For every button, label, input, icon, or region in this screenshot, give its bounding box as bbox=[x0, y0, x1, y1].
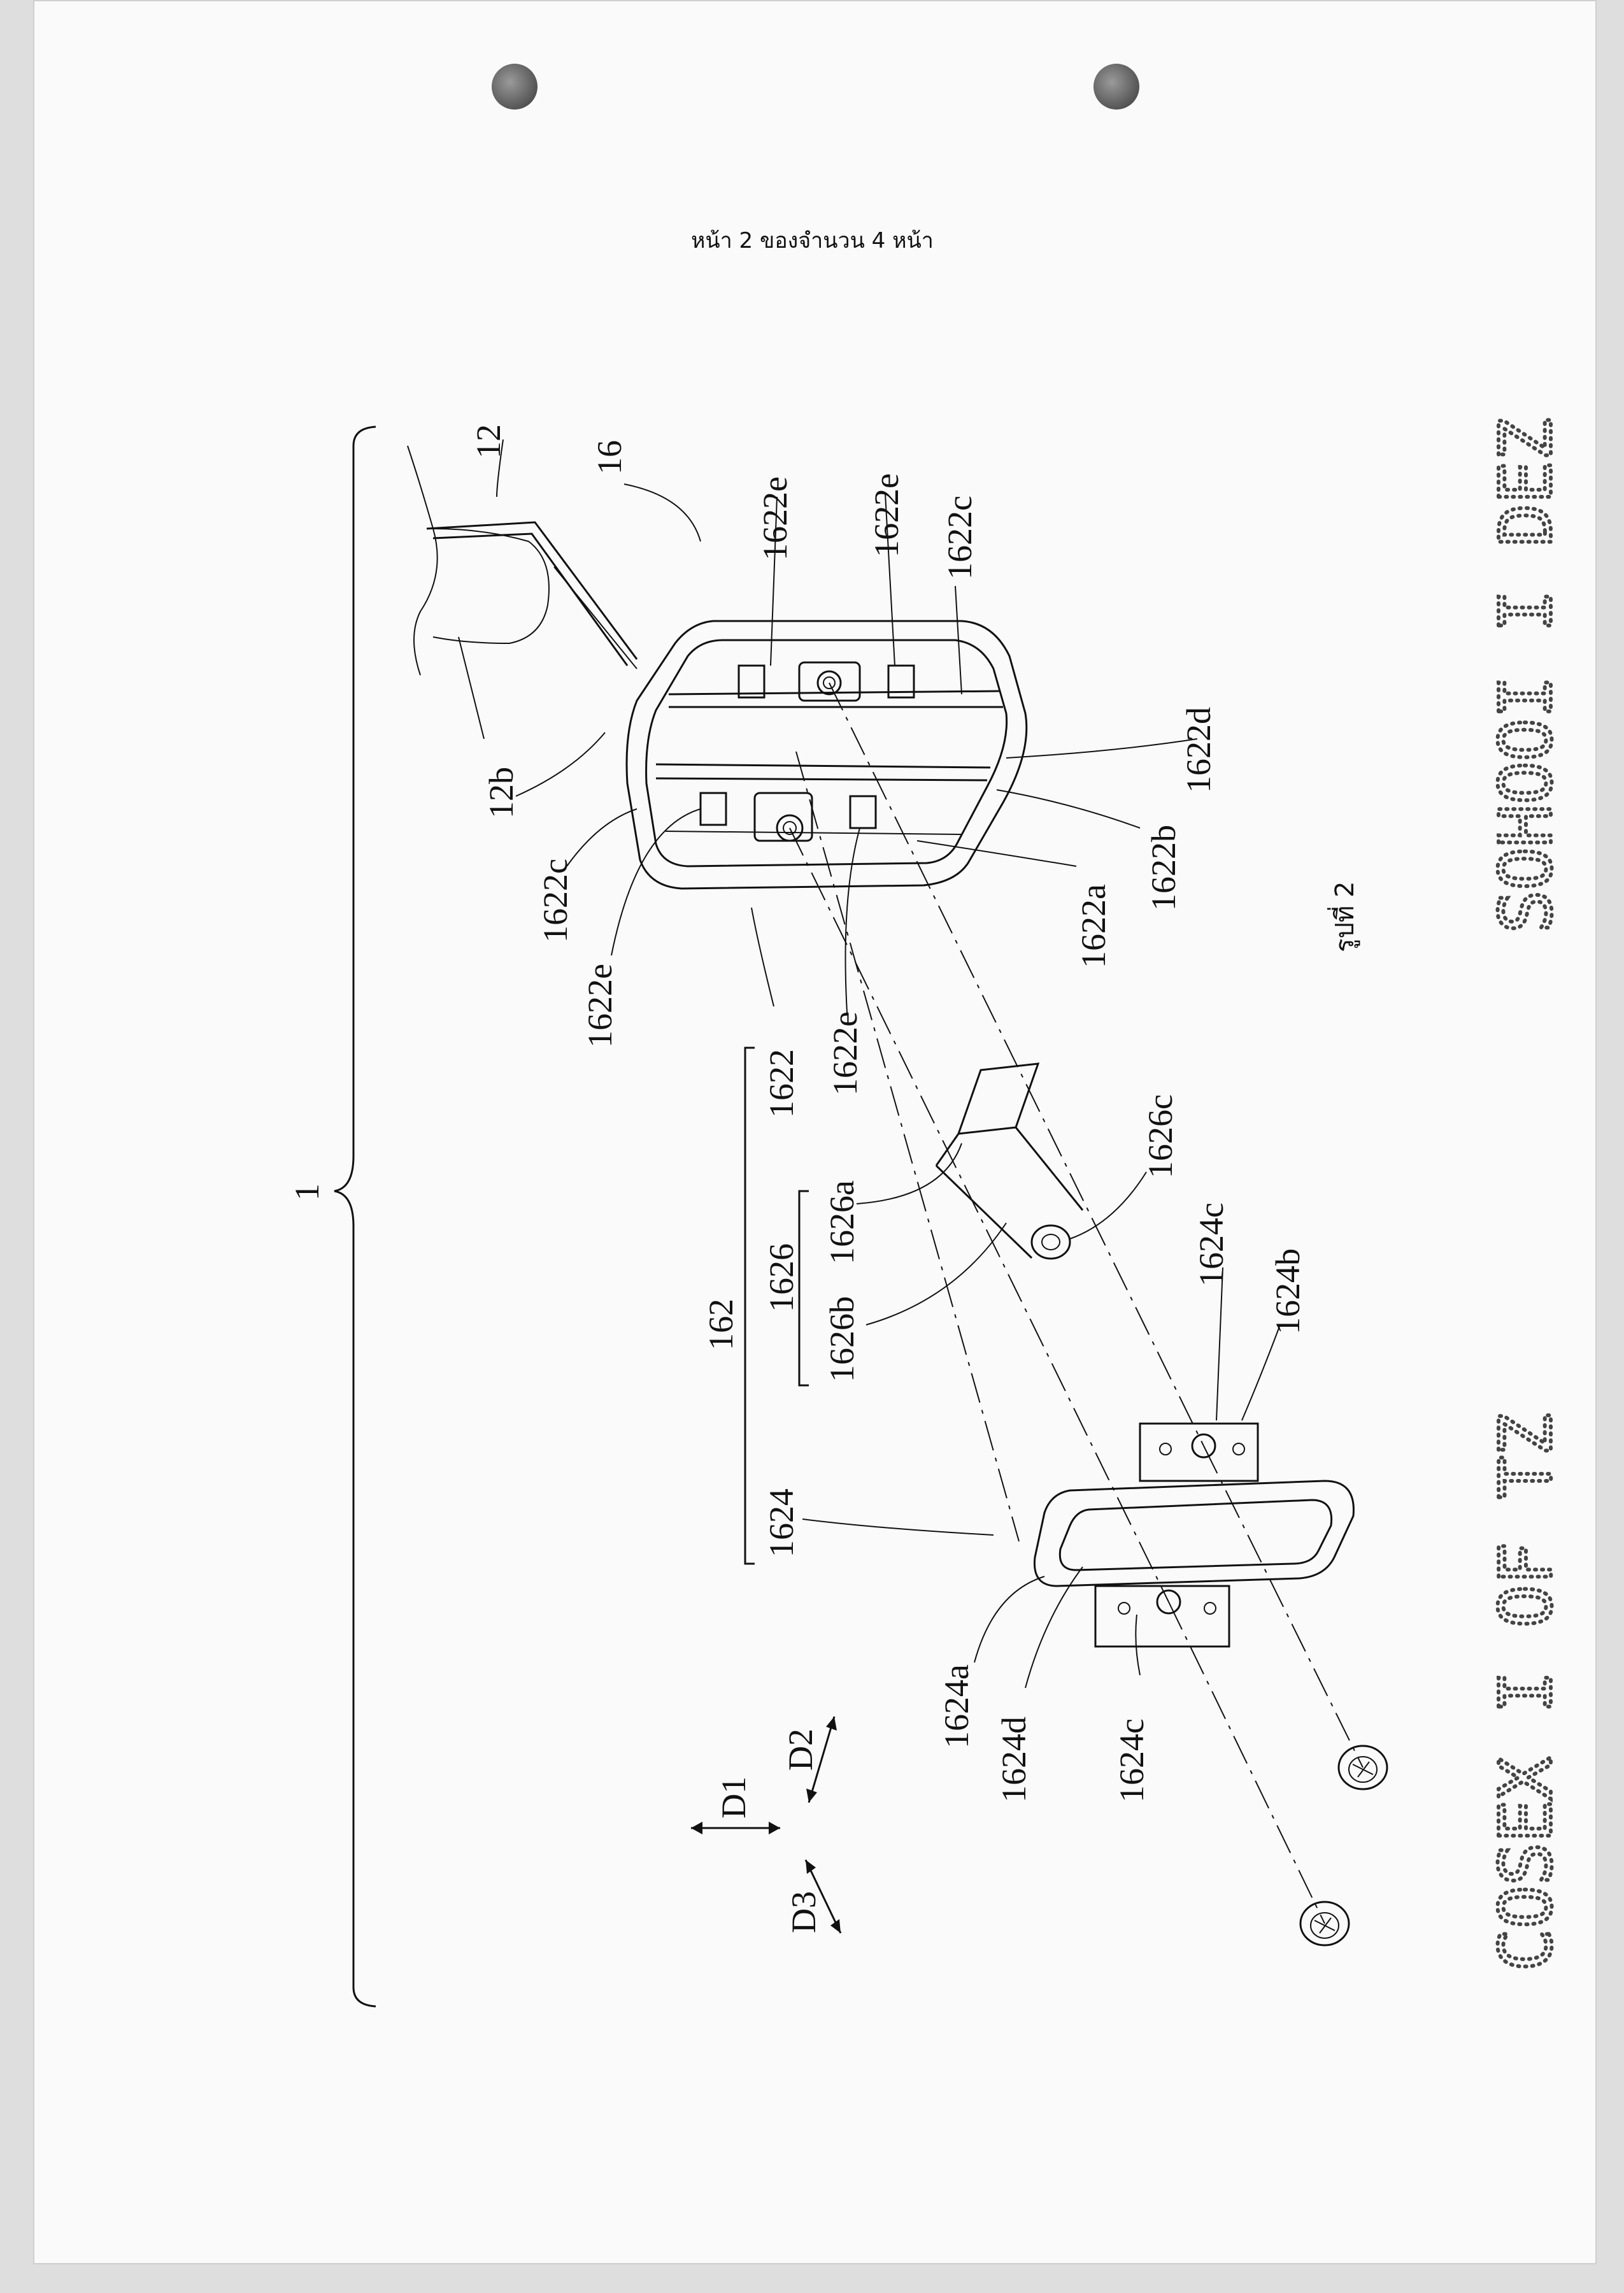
label-1626a: 1626a bbox=[823, 1180, 861, 1264]
label-d3: D3 bbox=[785, 1891, 823, 1933]
reference-labels: 12 16 12b 1622e 1622e 1622c 1622d 1622b … bbox=[469, 424, 1360, 1933]
label-1624: 1624 bbox=[762, 1489, 801, 1557]
punch-hole-right bbox=[1093, 64, 1139, 110]
label-1622d: 1622d bbox=[1179, 707, 1218, 793]
stamp-right-bottom: COSEX I OF TZ bbox=[1485, 1413, 1568, 1971]
assembly-centerlines bbox=[789, 682, 1364, 1924]
stamp-right-top: SOHOOI I DEZ bbox=[1485, 418, 1568, 933]
patent-drawing-sheet bbox=[33, 0, 1597, 2264]
figure-caption: รูปที่ 2 bbox=[1327, 882, 1360, 952]
housing-12 bbox=[407, 445, 638, 739]
punch-hole-left bbox=[492, 64, 538, 110]
label-d1: D1 bbox=[715, 1776, 753, 1818]
label-12: 12 bbox=[469, 424, 508, 459]
label-1622: 1622 bbox=[762, 1049, 801, 1118]
label-16: 16 bbox=[590, 440, 629, 475]
label-1626: 1626 bbox=[762, 1243, 801, 1312]
label-brackets bbox=[744, 1046, 809, 1565]
page-number-header: หน้า 2 ของจำนวน 4 หน้า bbox=[691, 228, 934, 254]
label-1626c: 1626c bbox=[1141, 1094, 1179, 1178]
label-1624b: 1624b bbox=[1269, 1248, 1307, 1334]
screw-1 bbox=[1337, 1745, 1388, 1790]
label-1622e-mid: 1622e bbox=[826, 1011, 864, 1096]
label-1624c-top: 1624c bbox=[1192, 1203, 1230, 1287]
label-1622b: 1622b bbox=[1144, 825, 1183, 911]
label-1622c-top: 1622c bbox=[941, 496, 979, 580]
label-1626b: 1626b bbox=[823, 1296, 861, 1382]
bracket-1624 bbox=[1033, 1422, 1355, 1648]
direction-arrows bbox=[691, 1716, 842, 1934]
label-1622e-top-right: 1622e bbox=[867, 473, 906, 557]
label-162: 162 bbox=[702, 1299, 740, 1350]
frame-1622 bbox=[625, 620, 1028, 890]
assembly-brace bbox=[334, 425, 376, 2008]
label-1622c-left: 1622c bbox=[536, 859, 574, 943]
shaft-1626 bbox=[935, 1062, 1084, 1260]
label-1624c-bottom: 1624c bbox=[1113, 1718, 1151, 1803]
label-1622a: 1622a bbox=[1074, 884, 1113, 968]
label-1: 1 bbox=[288, 1183, 326, 1201]
leader-lines bbox=[496, 439, 1281, 1689]
label-12b: 12b bbox=[482, 767, 520, 818]
screw-2 bbox=[1299, 1901, 1350, 1947]
label-1624a: 1624a bbox=[937, 1664, 976, 1748]
label-d2: D2 bbox=[781, 1729, 820, 1771]
label-1622e-left: 1622e bbox=[581, 964, 619, 1048]
label-1622e-top-left: 1622e bbox=[756, 476, 794, 561]
label-1624d: 1624d bbox=[995, 1717, 1033, 1803]
